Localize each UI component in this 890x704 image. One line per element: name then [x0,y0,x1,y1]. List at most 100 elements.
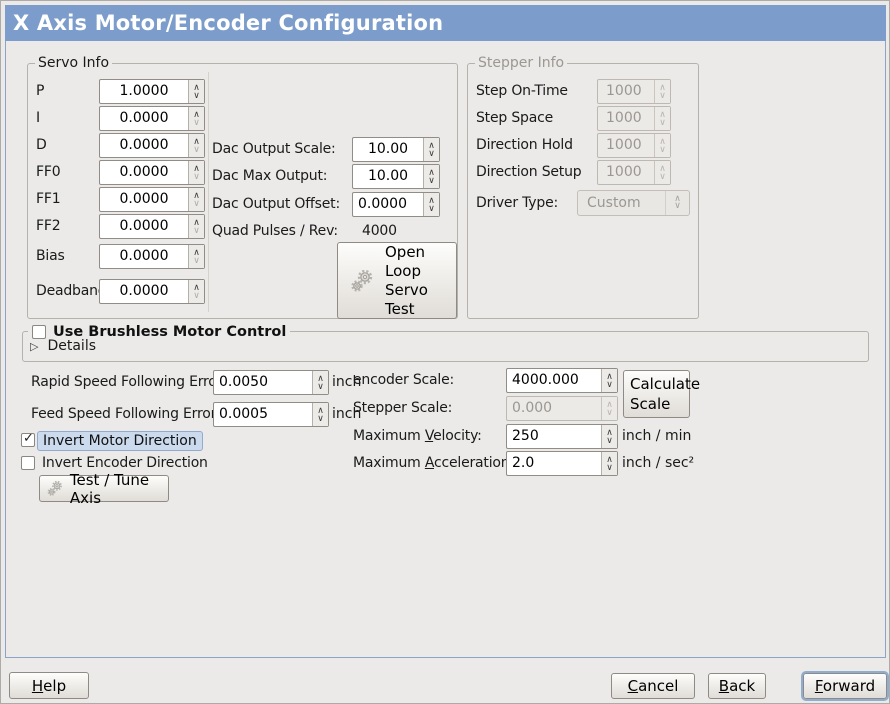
dac-max-output-spinner[interactable] [423,165,439,188]
feed-following-error-input[interactable]: 0.0005 [213,402,329,427]
label-text: cceleration: [433,455,514,471]
ff2-spinner[interactable] [188,215,204,238]
quad-pulses-value: 4000 [362,223,397,239]
help-button[interactable]: Help [9,672,89,699]
p-value[interactable]: 1.0000 [119,83,169,99]
ff1-spinner[interactable] [188,188,204,211]
i-value[interactable]: 0.0000 [119,110,169,126]
spin-down-icon[interactable] [193,292,200,300]
spin-down-icon[interactable] [193,173,200,181]
spin-down-icon[interactable] [428,177,435,185]
maximum-velocity-spinner[interactable] [601,425,617,448]
use-brushless-checkbox[interactable] [32,325,46,339]
i-input[interactable]: 0.0000 [99,106,205,131]
forward-button[interactable]: Forward [803,673,887,699]
encoder-scale-spinner[interactable] [601,369,617,392]
use-brushless-label[interactable]: Use Brushless Motor Control [53,324,287,340]
stepper-scale-label: Stepper Scale: [353,400,453,416]
invert-motor-checkbox[interactable] [21,431,35,447]
ff0-input[interactable]: 0.0000 [99,160,205,185]
spin-down-icon[interactable] [606,437,613,445]
p-input[interactable]: 1.0000 [99,79,205,104]
d-input[interactable]: 0.0000 [99,133,205,158]
d-spinner[interactable] [188,134,204,157]
dac-output-scale-value[interactable]: 10.00 [367,141,409,157]
spin-down-icon[interactable] [193,119,200,127]
calculate-scale-line: Calculate [630,375,701,393]
dac-max-output-value[interactable]: 10.00 [367,168,409,184]
rapid-following-error-spinner[interactable] [312,371,328,394]
d-value[interactable]: 0.0000 [119,137,169,153]
step-space-spinner [654,107,670,130]
spin-down-icon[interactable] [428,150,435,158]
maximum-acceleration-unit: inch / sec² [622,455,695,471]
maximum-velocity-input[interactable]: 250 [506,424,618,449]
spin-down-icon[interactable] [193,227,200,235]
spin-down-icon[interactable] [193,200,200,208]
maximum-velocity-value[interactable]: 250 [512,428,539,444]
deadband-spinner[interactable] [188,280,204,303]
dac-max-output-input[interactable]: 10.00 [352,164,440,189]
spin-down-icon[interactable] [193,146,200,154]
spin-down-icon[interactable] [606,381,613,389]
button-text: elp [43,676,67,695]
spin-down-icon[interactable] [317,383,324,391]
details-label[interactable]: Details [47,338,97,354]
bias-spinner[interactable] [188,245,204,268]
dac-output-offset-input[interactable]: 0.0000 [352,192,440,217]
invert-motor-label[interactable]: Invert Motor Direction [37,431,203,451]
deadband-input[interactable]: 0.0000 [99,279,205,304]
encoder-scale-value[interactable]: 4000.000 [512,372,579,388]
mnemonic: V [424,428,434,444]
spin-down-icon[interactable] [428,205,435,213]
spin-down-icon[interactable] [193,92,200,100]
dac-output-offset-spinner[interactable] [423,193,439,216]
button-text: ack [729,677,756,695]
spin-down-icon [659,92,666,100]
label-text: Maximum [353,455,425,471]
encoder-scale-input[interactable]: 4000.000 [506,368,618,393]
button-text: ancel [638,677,679,695]
step-on-time-label: Step On-Time [476,83,568,99]
test-tune-axis-button[interactable]: Test / Tune Axis [39,471,169,507]
ff0-value[interactable]: 0.0000 [119,164,169,180]
spin-down-icon[interactable] [606,464,613,472]
dac-output-scale-input[interactable]: 10.00 [352,137,440,162]
ff2-input[interactable]: 0.0000 [99,214,205,239]
i-spinner[interactable] [188,107,204,130]
rapid-following-error-value[interactable]: 0.0050 [219,374,268,390]
direction-hold-label: Direction Hold [476,137,573,153]
ff1-input[interactable]: 0.0000 [99,187,205,212]
p-spinner[interactable] [188,80,204,103]
dac-output-scale-spinner[interactable] [423,138,439,161]
open-loop-servo-test-button[interactable]: Open Loop Servo Test [337,242,457,319]
p-label: P [36,83,45,99]
spin-down-icon[interactable] [193,257,200,265]
bias-input[interactable]: 0.0000 [99,244,205,269]
invert-encoder-label[interactable]: Invert Encoder Direction [42,455,208,471]
bias-value[interactable]: 0.0000 [119,248,169,264]
rapid-following-error-input[interactable]: 0.0050 [213,370,329,395]
feed-following-error-spinner[interactable] [312,403,328,426]
deadband-label: Deadband [36,283,107,299]
stepper-scale-value: 0.000 [512,400,553,416]
details-expander[interactable]: Details [30,338,96,354]
maximum-acceleration-input[interactable]: 2.0 [506,451,618,476]
deadband-value[interactable]: 0.0000 [119,283,169,299]
ff1-value[interactable]: 0.0000 [119,191,169,207]
stepper-info-frame-label: Stepper Info [475,55,568,72]
spin-down-icon[interactable] [317,415,324,423]
ff0-spinner[interactable] [188,161,204,184]
open-loop-button-label: Open Loop Servo Test [385,243,428,319]
dac-output-offset-value[interactable]: 0.0000 [358,196,407,212]
cancel-button[interactable]: Cancel [611,673,695,699]
expander-triangle-icon[interactable] [30,338,38,354]
feed-following-error-value[interactable]: 0.0005 [219,406,268,422]
stepper-scale-spinner [601,397,617,420]
ff2-value[interactable]: 0.0000 [119,218,169,234]
maximum-acceleration-value[interactable]: 2.0 [512,455,535,471]
calculate-scale-button[interactable]: Calculate Scale [623,370,700,418]
back-button[interactable]: Back [708,673,766,699]
maximum-acceleration-spinner[interactable] [601,452,617,475]
invert-encoder-checkbox[interactable] [21,456,35,470]
